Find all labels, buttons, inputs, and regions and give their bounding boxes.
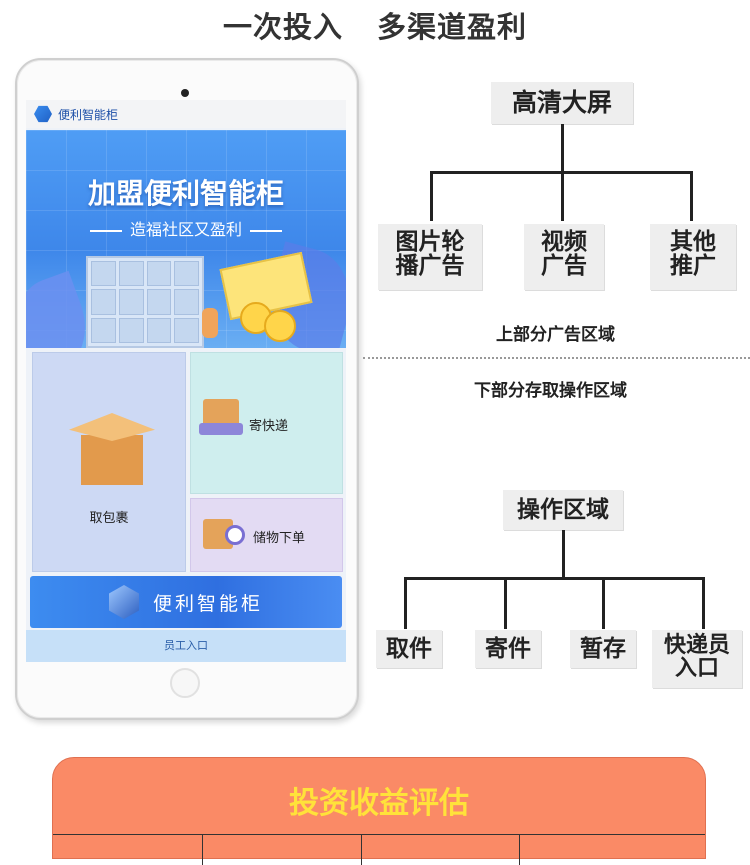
diagram-root-screen: 高清大屏 (491, 82, 633, 124)
diagram-connector (561, 124, 564, 172)
diagram-child-courier-entry: 快递员 入口 (652, 630, 742, 688)
investment-table (53, 834, 705, 865)
camera-icon (181, 89, 189, 97)
package-icon (69, 413, 155, 485)
headline-part2: 多渠道盈利 (377, 10, 528, 44)
investment-title: 投资收益评估 (289, 786, 469, 821)
banner-title: 加盟便利智能柜 (87, 177, 284, 210)
investment-section: 投资收益评估 (52, 757, 706, 865)
diagram-root-operation: 操作区域 (503, 490, 623, 530)
diagram-connector (690, 171, 693, 221)
diagram-connector (702, 577, 705, 629)
promo-banner[interactable]: 加盟便利智能柜 造福社区又盈利 (26, 130, 346, 348)
staff-entry-button[interactable]: 员工入口 (26, 630, 346, 662)
pickup-label: 取包裹 (89, 511, 129, 526)
person-illustration (202, 308, 218, 338)
diagram-child-video-ads: 视频 广告 (524, 224, 604, 290)
section-divider (363, 357, 750, 359)
tablet-screen: 便利智能柜 加盟便利智能柜 造福社区又盈利 取包裹 寄快递 储物下单 便利智 (26, 100, 346, 662)
app-bar: 便利智能柜 (26, 100, 346, 128)
diagram-child-image-ads: 图片轮 播广告 (378, 224, 482, 290)
clock-icon (225, 525, 245, 545)
app-title: 便利智能柜 (58, 107, 119, 122)
diagram-connector (430, 171, 433, 221)
diagram-child-pickup: 取件 (376, 630, 442, 668)
diagram-connector (561, 171, 564, 221)
diagram-child-storage: 暂存 (570, 630, 636, 668)
diagram-child-send: 寄件 (475, 630, 541, 668)
diagram-child-other-promo: 其他 推广 (650, 224, 736, 290)
brand-label: 便利智能柜 (152, 592, 263, 615)
diagram-connector (404, 577, 407, 629)
pickup-tile[interactable]: 取包裹 (32, 352, 186, 572)
diagram-connector (404, 577, 705, 580)
top-caption: 上部分广告区域 (496, 325, 615, 345)
diagram-connector (602, 577, 605, 629)
banner-subtitle: 造福社区又盈利 (26, 216, 346, 240)
diagram-connector (504, 577, 507, 629)
send-tile[interactable]: 寄快递 (190, 352, 343, 494)
storage-label: 储物下单 (253, 531, 306, 546)
page-headline: 一次投入多渠道盈利 (0, 4, 750, 46)
brand-button[interactable]: 便利智能柜 (30, 576, 342, 628)
send-label: 寄快递 (249, 419, 289, 434)
headline-part1: 一次投入 (222, 10, 343, 44)
brand-logo-icon (108, 585, 139, 619)
app-logo-icon (34, 105, 52, 123)
home-button-icon[interactable] (170, 668, 200, 698)
coin-icon (264, 310, 296, 342)
diagram-connector (562, 530, 565, 578)
send-package-icon (199, 399, 243, 435)
storage-tile[interactable]: 储物下单 (190, 498, 343, 572)
locker-illustration (86, 256, 204, 348)
bottom-caption: 下部分存取操作区域 (474, 381, 627, 401)
